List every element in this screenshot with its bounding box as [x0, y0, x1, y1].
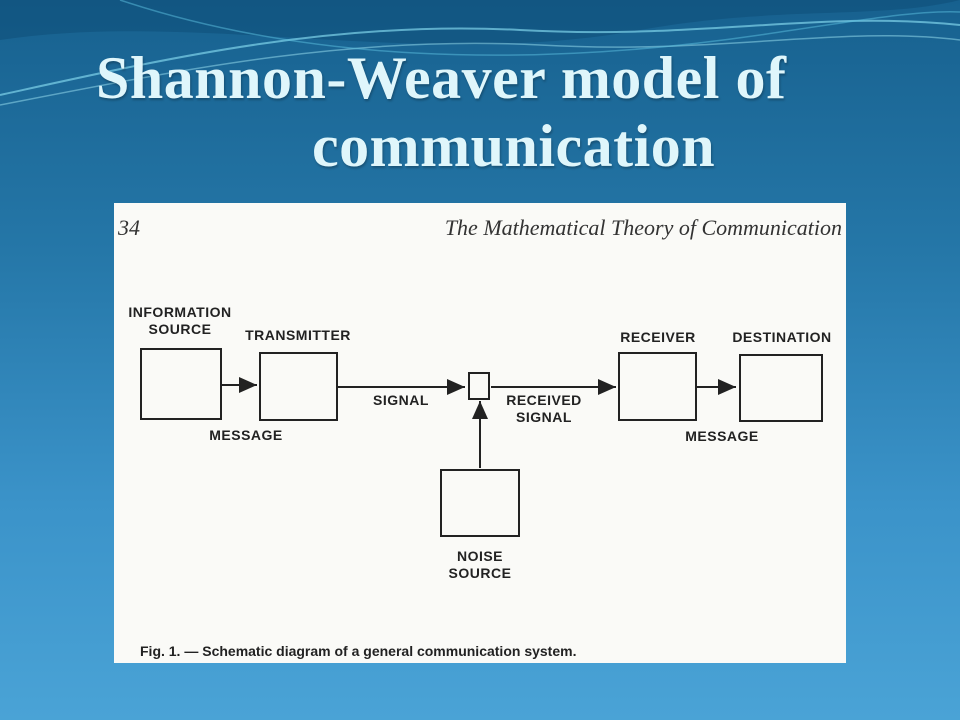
- running-head: The Mathematical Theory of Communication: [444, 215, 842, 240]
- receiver-label: RECEIVER: [620, 329, 696, 345]
- transmitter-label: TRANSMITTER: [245, 327, 351, 343]
- figure-caption: Fig. 1. — Schematic diagram of a general…: [140, 643, 577, 659]
- receiver-box: [618, 352, 697, 421]
- information-source-box: [140, 348, 222, 420]
- decorative-waves: [0, 0, 960, 106]
- message-label-left: MESSAGE: [209, 427, 283, 443]
- noise-source-label: NOISE SOURCE: [448, 548, 512, 581]
- channel-node: [468, 372, 490, 400]
- noise-source-box: [440, 469, 520, 537]
- signal-label: SIGNAL: [373, 392, 429, 408]
- information-source-label: INFORMATION SOURCE: [128, 304, 232, 337]
- transmitter-box: [259, 352, 338, 421]
- slide-title-line-2: communication: [312, 113, 716, 179]
- destination-box: [739, 354, 823, 422]
- received-signal-label: RECEIVED SIGNAL: [506, 392, 582, 425]
- diagram-figure: 34 The Mathematical Theory of Communicat…: [114, 203, 846, 663]
- diagram-connectors: [222, 372, 736, 468]
- destination-label: DESTINATION: [732, 329, 832, 345]
- page-number: 34: [118, 215, 140, 240]
- message-label-right: MESSAGE: [685, 428, 759, 444]
- slide-title-line-1: Shannon-Weaver model of: [96, 45, 787, 111]
